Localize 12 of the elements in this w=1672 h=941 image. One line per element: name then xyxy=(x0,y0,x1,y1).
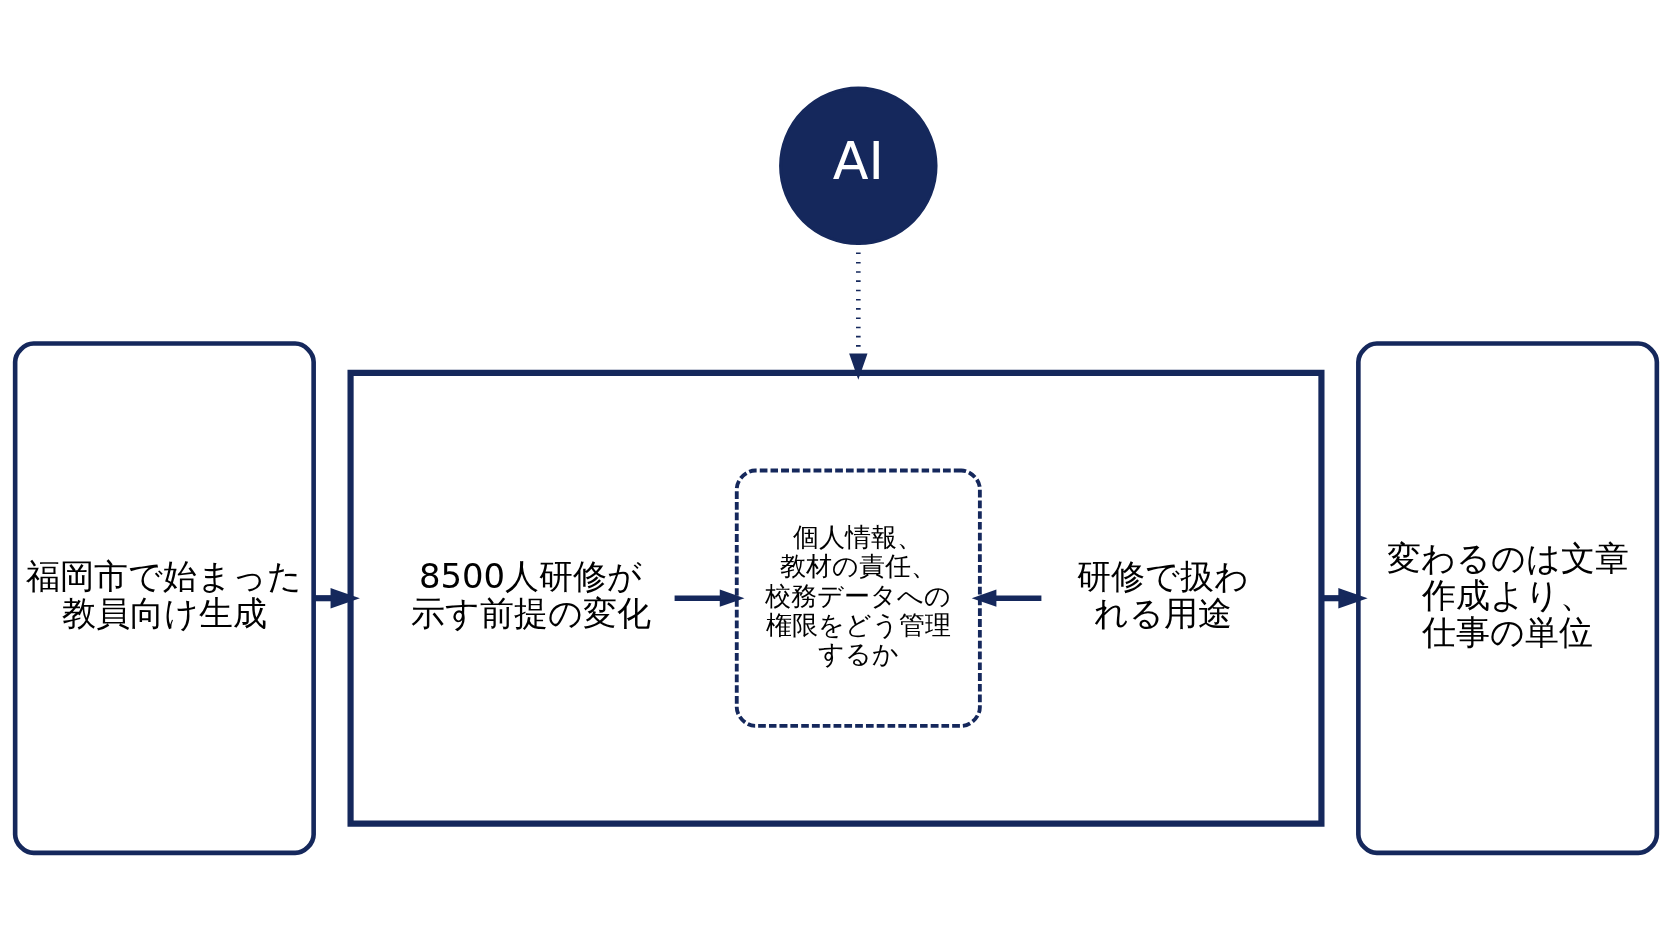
node-text: 8500人研修が示す前提の変化 xyxy=(410,557,651,634)
node-box: 福岡市で始まった教員向け生成 xyxy=(12,341,316,856)
node-circle: AI xyxy=(779,86,938,246)
arrow xyxy=(1321,587,1368,609)
arrow xyxy=(313,587,360,609)
arrow xyxy=(849,243,868,380)
arrow xyxy=(674,589,745,607)
arrow xyxy=(971,589,1042,607)
node-box: 個人情報、教材の責任、校務データへの権限をどう管理するか xyxy=(734,468,982,728)
node-text: 研修で扱われる用途 xyxy=(1076,557,1249,634)
node-box: 変わるのは文章作成より、仕事の単位 xyxy=(1356,341,1660,856)
cluster xyxy=(347,369,1325,827)
